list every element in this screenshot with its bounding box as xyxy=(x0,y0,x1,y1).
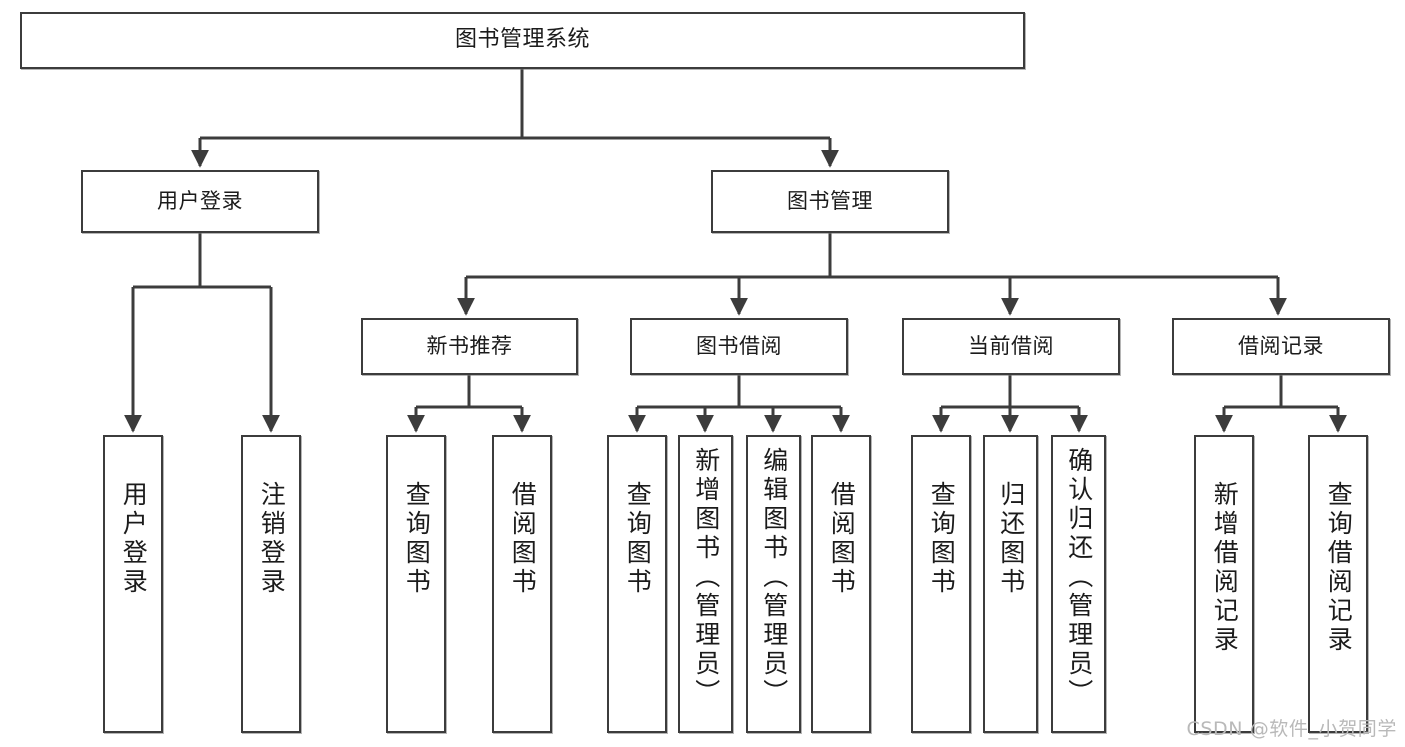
node-borrow-record[interactable]: 借阅记录 xyxy=(1172,318,1390,375)
leaf-borrow-edit-book-admin[interactable]: 编辑图书（管理员） xyxy=(746,435,801,733)
node-book-borrow[interactable]: 图书借阅 xyxy=(630,318,848,375)
node-label: 注销登录 xyxy=(257,481,287,597)
leaf-new-book-borrow[interactable]: 借阅图书 xyxy=(492,435,552,733)
node-label: 新书推荐 xyxy=(426,333,513,358)
leaf-borrow-lend-book[interactable]: 借阅图书 xyxy=(811,435,871,733)
node-new-book-recommend[interactable]: 新书推荐 xyxy=(361,318,578,375)
node-label: 编辑图书（管理员） xyxy=(759,447,789,708)
node-label: 当前借阅 xyxy=(968,333,1054,358)
node-label: 新增借阅记录 xyxy=(1210,481,1240,655)
leaf-user-login-logout[interactable]: 注销登录 xyxy=(241,435,301,733)
leaf-borrow-query-book[interactable]: 查询图书 xyxy=(607,435,667,733)
leaf-user-login-login[interactable]: 用户登录 xyxy=(103,435,163,733)
node-label: 确认归还（管理员） xyxy=(1064,447,1094,708)
node-label: 归还图书 xyxy=(996,481,1026,597)
node-label: 用户登录 xyxy=(119,481,149,597)
node-label: 查询图书 xyxy=(402,481,432,597)
csdn-watermark: CSDN @软件_小贺同学 xyxy=(1186,718,1397,740)
node-label: 查询借阅记录 xyxy=(1324,481,1354,655)
node-label: 借阅图书 xyxy=(827,481,857,597)
leaf-record-add-record[interactable]: 新增借阅记录 xyxy=(1194,435,1254,733)
leaf-current-return-book[interactable]: 归还图书 xyxy=(983,435,1038,733)
node-label: 借阅记录 xyxy=(1238,333,1324,358)
node-label: 图书管理系统 xyxy=(454,27,590,53)
node-user-login[interactable]: 用户登录 xyxy=(81,170,319,233)
node-label: 图书借阅 xyxy=(696,333,782,358)
node-label: 图书管理 xyxy=(787,188,873,213)
node-label: 新增图书（管理员） xyxy=(691,447,721,708)
node-label: 借阅图书 xyxy=(508,481,538,597)
leaf-borrow-add-book-admin[interactable]: 新增图书（管理员） xyxy=(678,435,733,733)
node-book-management[interactable]: 图书管理 xyxy=(711,170,949,233)
node-label: 查询图书 xyxy=(623,481,653,597)
node-current-borrow[interactable]: 当前借阅 xyxy=(902,318,1120,375)
leaf-record-query-record[interactable]: 查询借阅记录 xyxy=(1308,435,1368,733)
leaf-current-confirm-return-admin[interactable]: 确认归还（管理员） xyxy=(1051,435,1106,733)
leaf-current-query-book[interactable]: 查询图书 xyxy=(911,435,971,733)
leaf-new-book-query[interactable]: 查询图书 xyxy=(386,435,446,733)
node-root-system[interactable]: 图书管理系统 xyxy=(20,12,1025,69)
node-label: 查询图书 xyxy=(927,481,957,597)
node-label: 用户登录 xyxy=(157,188,243,213)
